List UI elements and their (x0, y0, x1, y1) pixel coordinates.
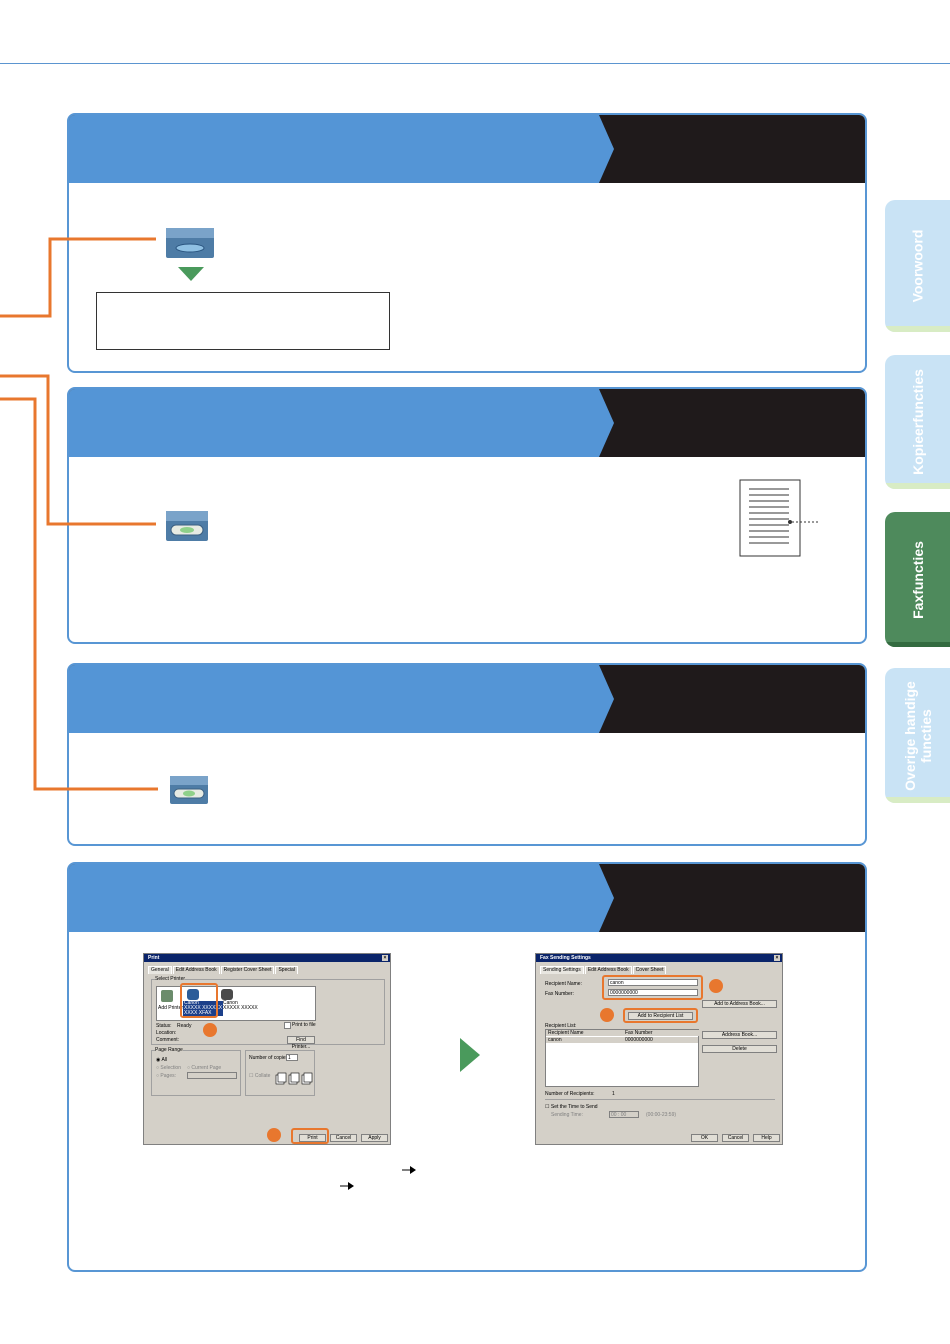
print-to-file-checkbox[interactable] (284, 1022, 291, 1029)
cancel-button[interactable]: Cancel (330, 1134, 357, 1142)
section-1 (67, 113, 867, 373)
highlight-recipient-fields (602, 975, 703, 1000)
section-header (69, 115, 865, 183)
close-icon[interactable]: × (382, 955, 388, 961)
select-printer-group: Select Printer Add Printer Canon XXXXX X… (151, 976, 385, 1050)
sending-time-input[interactable]: 00 : 00 (609, 1111, 639, 1118)
add-to-address-book-button[interactable]: Add to Address Book... (702, 1000, 777, 1008)
add-printer-icon (161, 990, 173, 1002)
copies-input[interactable]: 1 (286, 1054, 298, 1061)
radio-all[interactable]: ◉ All (156, 1057, 168, 1063)
highlight-printer (180, 983, 218, 1018)
find-printer-button[interactable]: Find Printer... (287, 1036, 315, 1050)
tab-faxfuncties[interactable]: Faxfuncties (885, 512, 950, 647)
tab-general[interactable]: General (148, 966, 172, 974)
printer-item[interactable]: Canon XXXXX XXXXX (223, 1000, 258, 1011)
highlight-print-button (291, 1128, 329, 1144)
tab-edit-address-book[interactable]: Edit Address Book (172, 966, 220, 974)
down-arrow-icon (178, 267, 204, 286)
start-key-icon (166, 511, 208, 546)
printer-icon (221, 989, 233, 1000)
delete-button[interactable]: Delete (702, 1045, 777, 1053)
table-row[interactable]: canon 0000000000 (546, 1037, 698, 1043)
top-rule (0, 63, 950, 64)
cancel-button[interactable]: Cancel (722, 1134, 749, 1142)
fax-number-input[interactable]: 0000000000 (608, 989, 698, 996)
tab-edit-address-book[interactable]: Edit Address Book (584, 966, 632, 974)
small-arrow-icon (340, 1177, 354, 1195)
highlight-add-recipient (623, 1008, 698, 1023)
radio-selection[interactable]: ○ Selection (156, 1065, 181, 1071)
section-header (69, 864, 865, 932)
collate-icon (274, 1071, 314, 1087)
recipient-name-input[interactable]: canon (608, 979, 698, 986)
tab-voorwoord[interactable]: Voorwoord (885, 200, 950, 332)
print-dialog: Print× General Edit Address Book Registe… (143, 953, 391, 1145)
fax-sending-settings-dialog: Fax Sending Settings× Sending Settings E… (535, 953, 783, 1145)
section-2 (67, 387, 867, 644)
print-button[interactable]: Print (299, 1134, 326, 1142)
ok-button[interactable]: OK (691, 1134, 718, 1142)
small-arrow-icon (402, 1161, 416, 1179)
tab-overige-functies[interactable]: Overige handige functies (885, 668, 950, 803)
printer-icon (187, 989, 199, 1000)
radio-pages[interactable]: ○ Pages: (156, 1073, 176, 1079)
selected-printer[interactable]: Canon XXXXX XXXXXX XXXX XFAX (183, 1000, 224, 1016)
apply-button[interactable]: Apply (361, 1134, 388, 1142)
section-header (69, 665, 865, 733)
tab-special[interactable]: Special (275, 966, 298, 974)
step-marker (600, 1008, 614, 1022)
page-range-group: Page Range ◉ All ○ Selection ○ Current P… (151, 1047, 241, 1096)
close-icon[interactable]: × (774, 955, 780, 961)
tab-sending-settings[interactable]: Sending Settings (540, 966, 584, 974)
radio-current-page[interactable]: ○ Current Page (187, 1065, 222, 1071)
tab-kopieerfuncties[interactable]: Kopieerfuncties (885, 355, 950, 489)
hardware-key-icon (166, 228, 214, 263)
tab-cover-sheet[interactable]: Cover Sheet (632, 966, 667, 974)
set-time-checkbox[interactable]: ☐ Set the Time to Send (545, 1104, 598, 1110)
dialog-tabs: Sending Settings Edit Address Book Cover… (540, 966, 782, 974)
document-icon (739, 479, 834, 564)
step-marker (709, 979, 723, 993)
right-arrow-icon (460, 1038, 480, 1077)
start-key-icon (170, 776, 208, 809)
step-marker (203, 1023, 217, 1037)
section-3 (67, 663, 867, 846)
add-to-recipient-list-button[interactable]: Add to Recipient List (628, 1012, 693, 1020)
dialog-titlebar: Print× (144, 954, 390, 962)
display-message-box (96, 292, 390, 350)
collate-checkbox[interactable]: ☐ Collate (249, 1073, 271, 1079)
dialog-titlebar: Fax Sending Settings× (536, 954, 782, 962)
address-book-button[interactable]: Address Book... (702, 1031, 777, 1039)
tab-register-cover-sheet[interactable]: Register Cover Sheet (220, 966, 275, 974)
section-header (69, 389, 865, 457)
help-button[interactable]: Help (753, 1134, 780, 1142)
dialog-tabs: General Edit Address Book Register Cover… (148, 966, 390, 974)
pages-input[interactable] (187, 1072, 237, 1079)
recipient-list-table[interactable]: Recipient Name Fax Number canon 00000000… (545, 1029, 700, 1087)
step-marker (267, 1128, 281, 1142)
copies-group: Number of copies: 1 ☐ Collate (245, 1050, 315, 1096)
